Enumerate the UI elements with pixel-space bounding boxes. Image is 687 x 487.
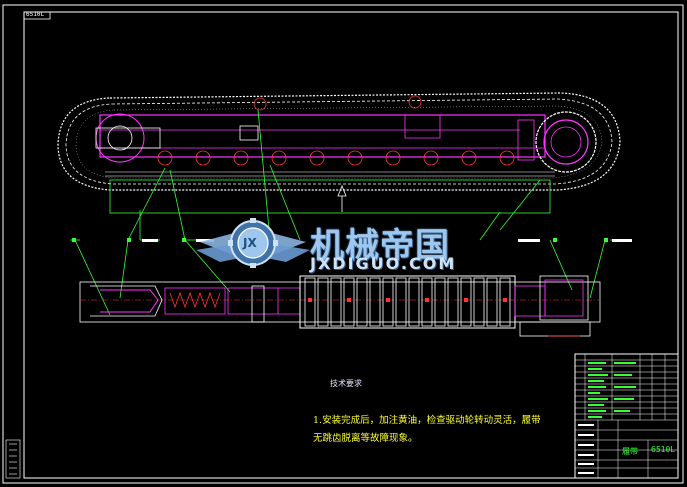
idler-wheel xyxy=(95,113,161,163)
leader-lines xyxy=(70,109,632,316)
carrier-roller xyxy=(253,97,267,111)
track-plan-view xyxy=(79,275,601,337)
parts-list-entries xyxy=(588,362,636,418)
note-line-2: 无跳齿脱离等故障现象。 xyxy=(313,433,418,444)
plan-outline xyxy=(79,281,601,323)
sheet-code-label: 6510L xyxy=(26,11,45,18)
track-chain-outer xyxy=(57,92,621,191)
note-line-1: 1.安装完成后，加注黄油，检查驱动轮转动灵活，履带 xyxy=(313,415,541,426)
ground-outline xyxy=(109,179,551,214)
track-rollers xyxy=(157,150,515,166)
title-block-entries xyxy=(578,424,594,474)
tension-spring xyxy=(169,291,221,309)
watermark-cn-text: 机械帝国 xyxy=(310,226,450,266)
leader-tags xyxy=(72,238,608,242)
parts-list-grid xyxy=(575,354,678,478)
drive-motor xyxy=(539,275,589,321)
track-elevation-view xyxy=(57,92,621,214)
margin-strip xyxy=(5,439,21,479)
carrier-roller xyxy=(408,95,422,109)
title-block-name: 履带 xyxy=(622,447,638,456)
notes-title: 技术要求 xyxy=(330,379,362,388)
margin-strip-marks xyxy=(9,443,17,475)
title-block-frame xyxy=(574,353,679,479)
sheet-code-box xyxy=(23,11,51,20)
track-chain-inner xyxy=(65,98,613,185)
drive-sprocket xyxy=(517,111,597,173)
drawing-frame xyxy=(23,11,679,479)
leader-labels xyxy=(142,239,632,242)
watermark-emblem-text: JX xyxy=(243,236,257,250)
roller-marks xyxy=(308,298,507,302)
watermark-en-text: JXDIGUO.COM xyxy=(310,254,457,273)
frame-hole xyxy=(239,125,259,141)
sheet-border xyxy=(2,4,684,484)
track-shoe-plates xyxy=(304,277,511,327)
title-block-code: 6510L xyxy=(651,445,676,454)
watermark-emblem xyxy=(196,218,310,268)
track-shoes xyxy=(105,171,555,177)
